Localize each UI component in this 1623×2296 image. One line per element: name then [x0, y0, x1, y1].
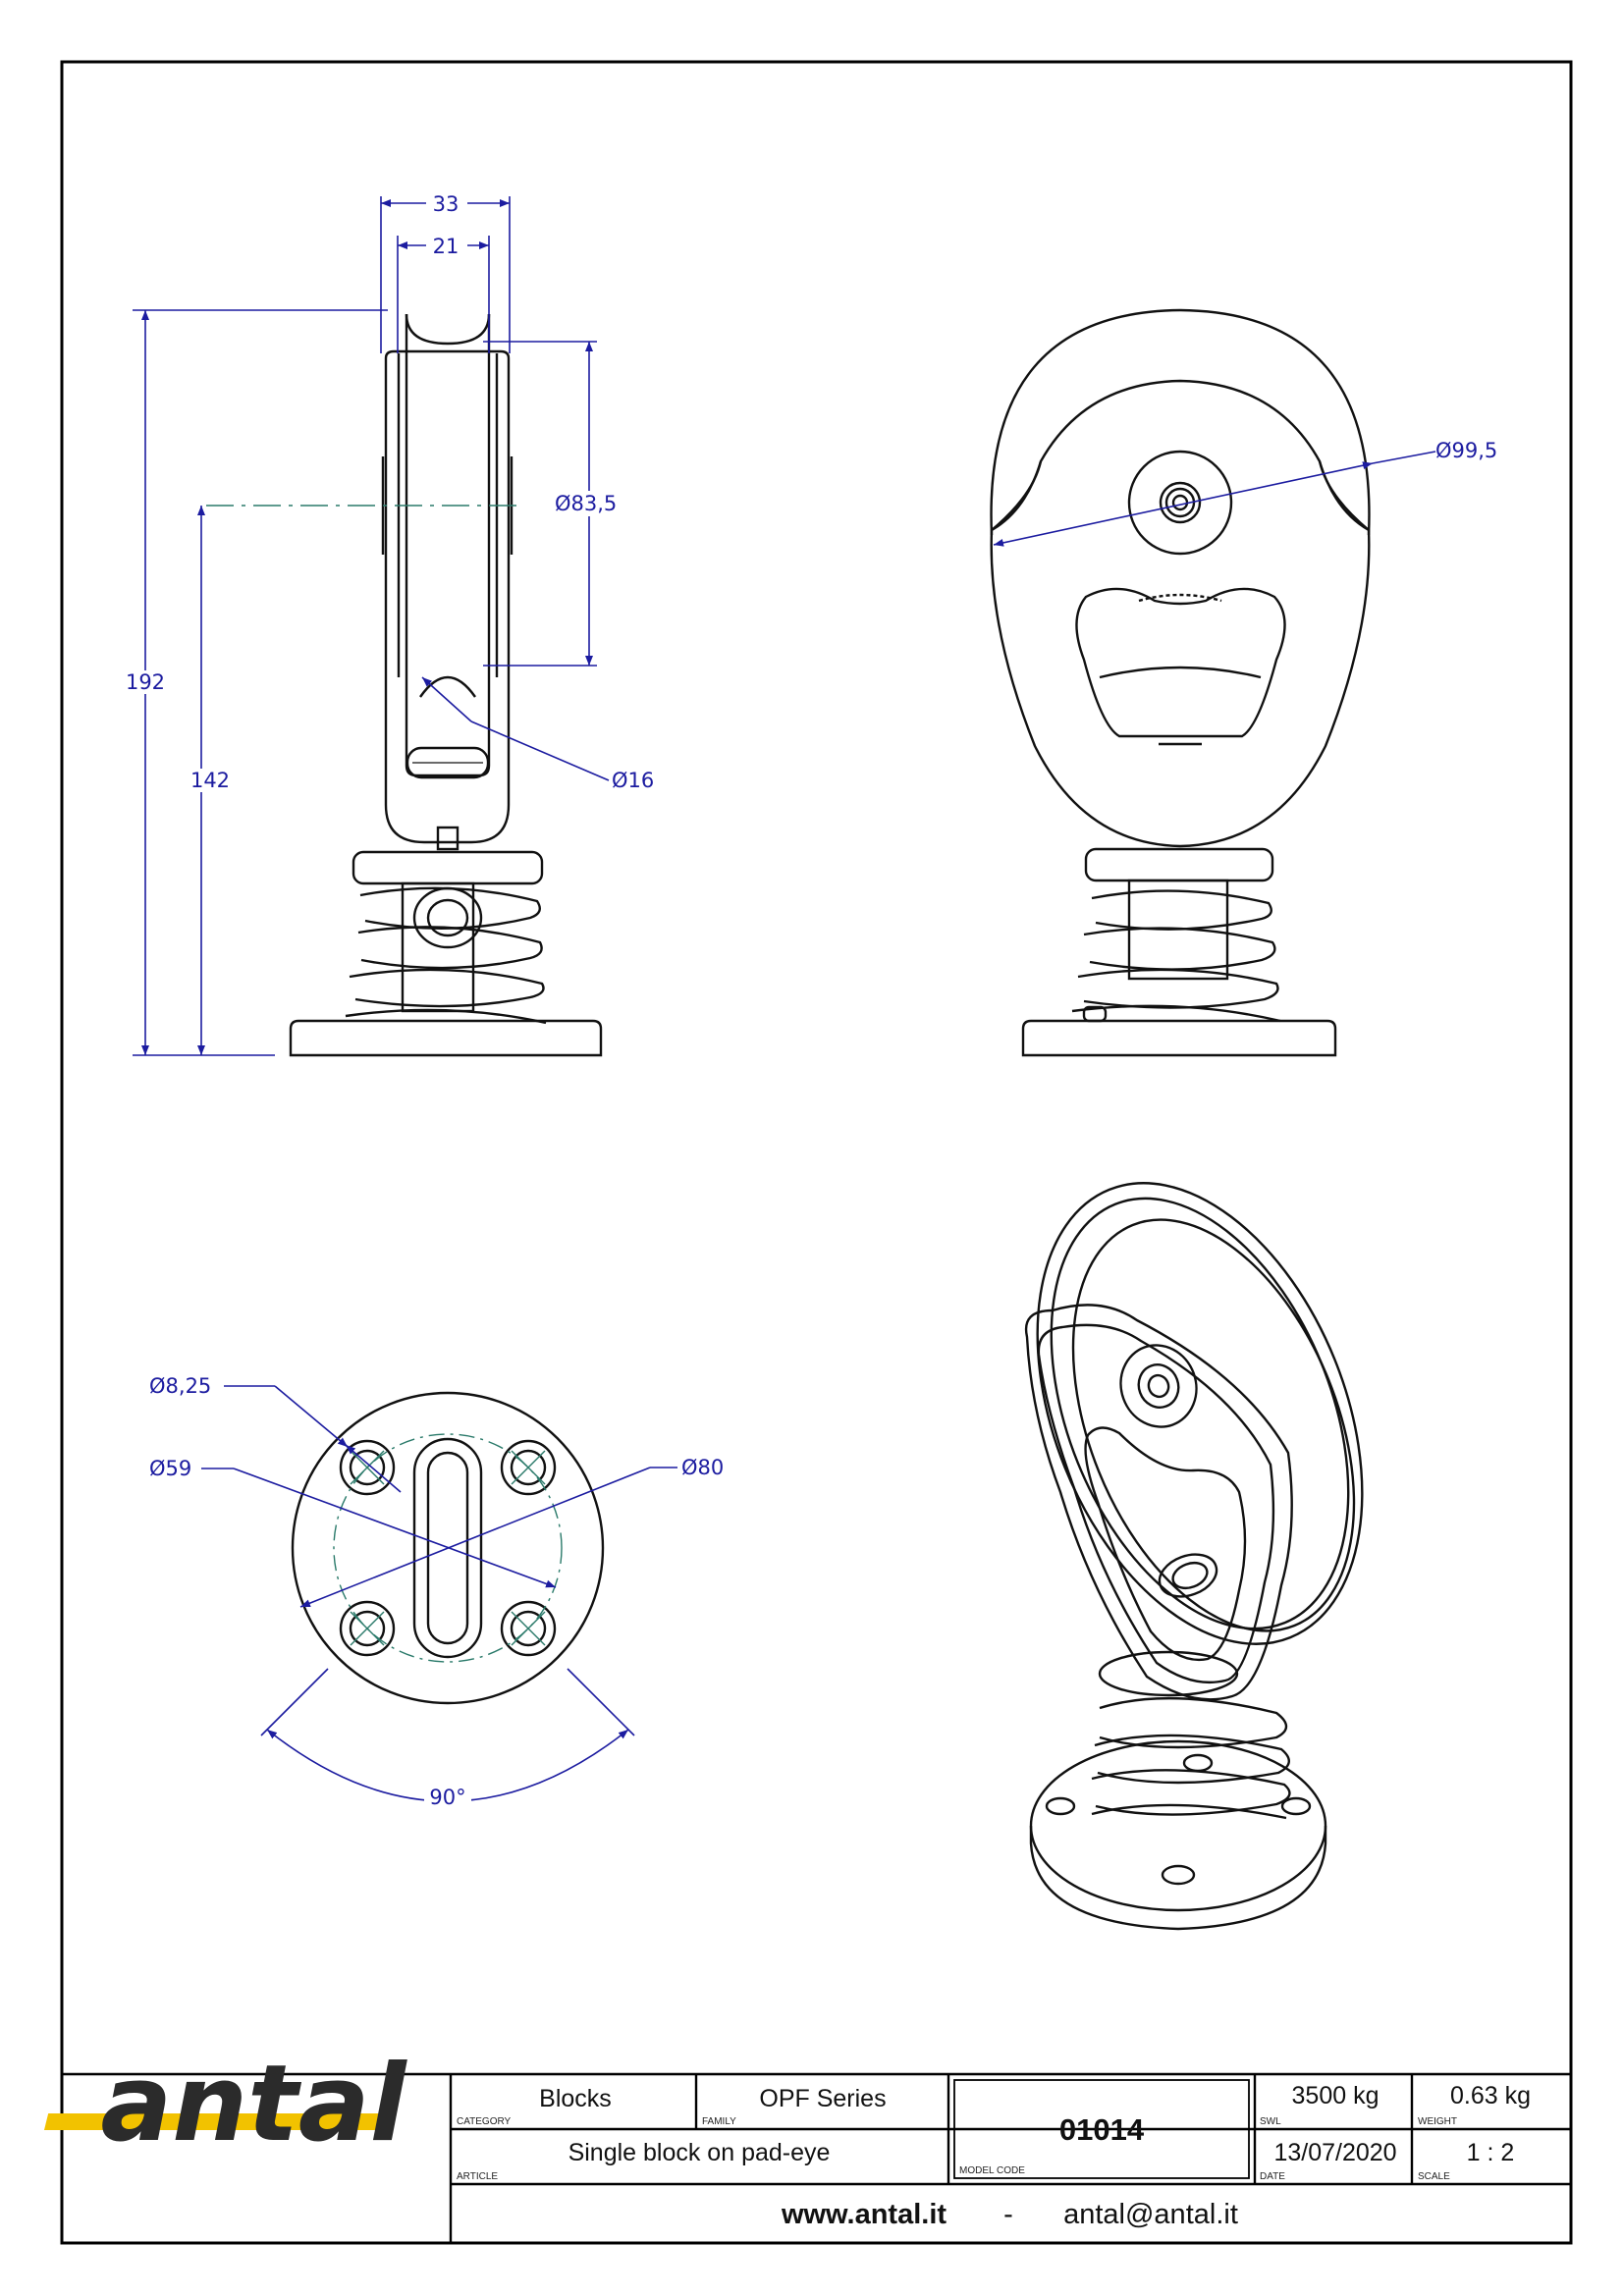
scale-label: SCALE [1418, 2171, 1450, 2182]
footer-separator: - [1003, 2199, 1013, 2230]
email-link[interactable]: antal@antal.it [1063, 2199, 1238, 2230]
dim-width-outer: 33 [433, 192, 460, 216]
bottom-view [291, 1391, 605, 1705]
front-dimensions [133, 196, 610, 1056]
dim-bolt-circle: Ø59 [149, 1457, 191, 1480]
bottom-dimension-labels: Ø8,25 Ø59 Ø80 90° [149, 1374, 724, 1810]
model-code-label: MODEL CODE [959, 2165, 1025, 2176]
side-dimensions [993, 451, 1436, 547]
front-view [289, 313, 603, 1057]
isometric-view [1024, 1182, 1364, 1931]
dim-base-diameter: Ø80 [681, 1456, 724, 1479]
dim-sheave-diameter: Ø83,5 [555, 492, 617, 515]
website-link[interactable]: www.antal.it [781, 2199, 947, 2230]
family-value: OPF Series [759, 2085, 886, 2112]
scale-value: 1 : 2 [1467, 2139, 1515, 2166]
dim-hole-diameter: Ø8,25 [149, 1374, 211, 1398]
logo-stripe [43, 2113, 397, 2130]
date-label: DATE [1260, 2171, 1285, 2182]
dim-angle: 90° [429, 1786, 465, 1809]
weight-label: WEIGHT [1418, 2116, 1457, 2127]
front-dimension-labels: 33 21 192 142 Ø83,5 Ø16 [126, 192, 654, 792]
dim-pin-diameter: Ø16 [612, 769, 654, 792]
article-value: Single block on pad-eye [568, 2139, 831, 2166]
bottom-centerlines [333, 1433, 563, 1663]
model-code-value: 01014 [1059, 2112, 1145, 2147]
dim-width-inner: 21 [433, 235, 460, 258]
article-label: ARTICLE [457, 2171, 498, 2182]
drawing-border [60, 60, 1573, 2245]
date-value: 13/07/2020 [1273, 2139, 1396, 2166]
swl-value: 3500 kg [1292, 2082, 1380, 2109]
bottom-dimensions [201, 1385, 677, 1802]
dim-height-axis: 142 [190, 769, 230, 792]
title-block [62, 2072, 1571, 2243]
weight-value: 0.63 kg [1450, 2082, 1531, 2109]
category-label: CATEGORY [457, 2116, 512, 2127]
category-value: Blocks [539, 2085, 612, 2112]
side-view [990, 308, 1371, 1057]
dim-side-diameter: Ø99,5 [1435, 439, 1497, 462]
family-label: FAMILY [702, 2116, 736, 2127]
logo-text: antal [100, 2043, 407, 2165]
swl-label: SWL [1260, 2116, 1281, 2127]
dim-height-total: 192 [126, 670, 165, 694]
